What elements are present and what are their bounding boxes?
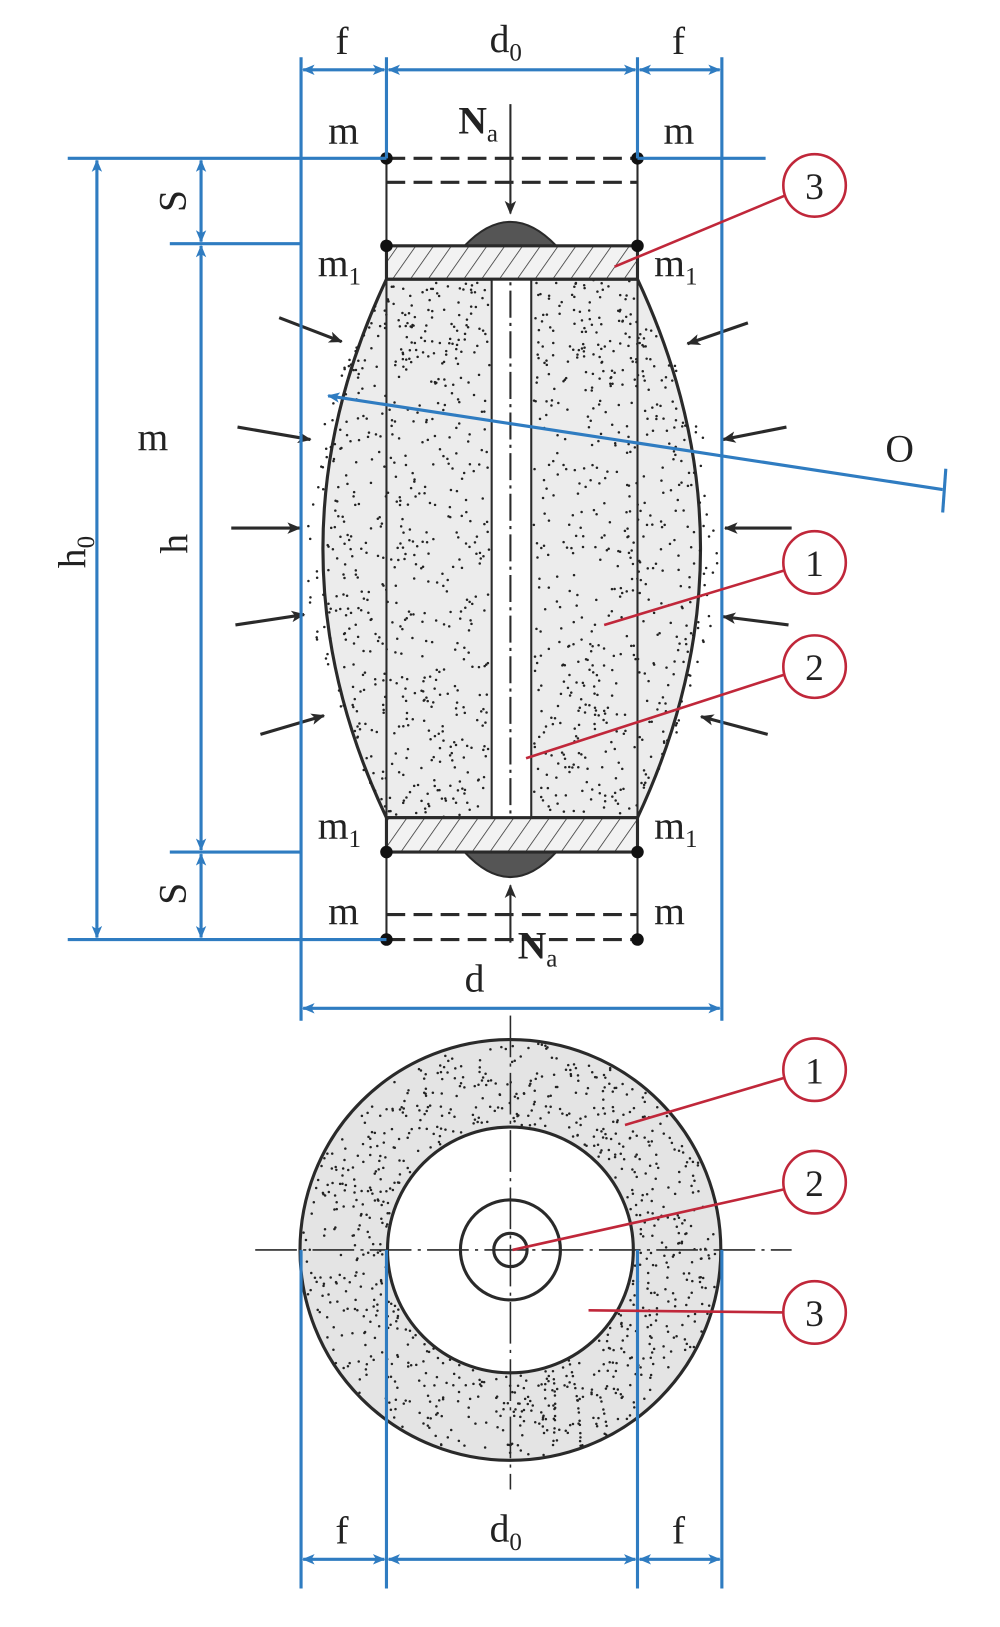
bottom-plate (384, 816, 640, 878)
top-plate (384, 221, 640, 281)
label-m: m (328, 109, 359, 153)
label-h0: h0 (50, 536, 99, 568)
label-S-top: S (150, 190, 194, 212)
label-h: h (153, 534, 197, 554)
label-O: O (885, 426, 914, 470)
callouts-plan: 1 2 3 (512, 1037, 848, 1345)
lateral-pressure-arrows (231, 316, 792, 736)
callouts-front: 3 1 2 (525, 152, 848, 760)
label-m: m (654, 889, 685, 933)
label-f-left-plan: f (335, 1509, 349, 1553)
callout-2: 2 (805, 1164, 824, 1205)
label-m1: m1 (654, 803, 697, 852)
label-Na-bottom: Na (518, 923, 558, 972)
label-d0-plan: d0 (490, 1507, 522, 1556)
callout-2: 2 (805, 648, 824, 689)
callout-1: 1 (805, 544, 824, 585)
label-S-bottom: S (150, 883, 194, 905)
label-f-right-plan: f (672, 1509, 686, 1553)
dimension-lines (67, 57, 948, 1021)
label-m-side: m (138, 415, 169, 459)
plan-view (255, 1015, 792, 1490)
label-d0-top: d0 (490, 17, 522, 66)
plan-dimension-lines: f d0 f (299, 1249, 724, 1589)
callout-3: 3 (805, 167, 824, 208)
rubber-body (307, 249, 719, 849)
label-f-right: f (672, 19, 686, 63)
label-m1: m1 (318, 241, 361, 290)
label-m1: m1 (318, 803, 361, 852)
label-Na-top: Na (458, 98, 498, 147)
label-m: m (328, 889, 359, 933)
label-d: d (465, 957, 485, 1001)
label-m: m (664, 109, 695, 153)
callout-3: 3 (805, 1294, 824, 1335)
label-f-left: f (335, 19, 349, 63)
callout-1: 1 (805, 1051, 824, 1092)
central-rod (491, 279, 532, 818)
plate-travel-lines (380, 152, 644, 946)
stipple-dots (307, 278, 719, 819)
front-view-labels: f d0 f m m Na m1 m1 m1 m1 m m Na d m O S… (50, 17, 914, 1001)
